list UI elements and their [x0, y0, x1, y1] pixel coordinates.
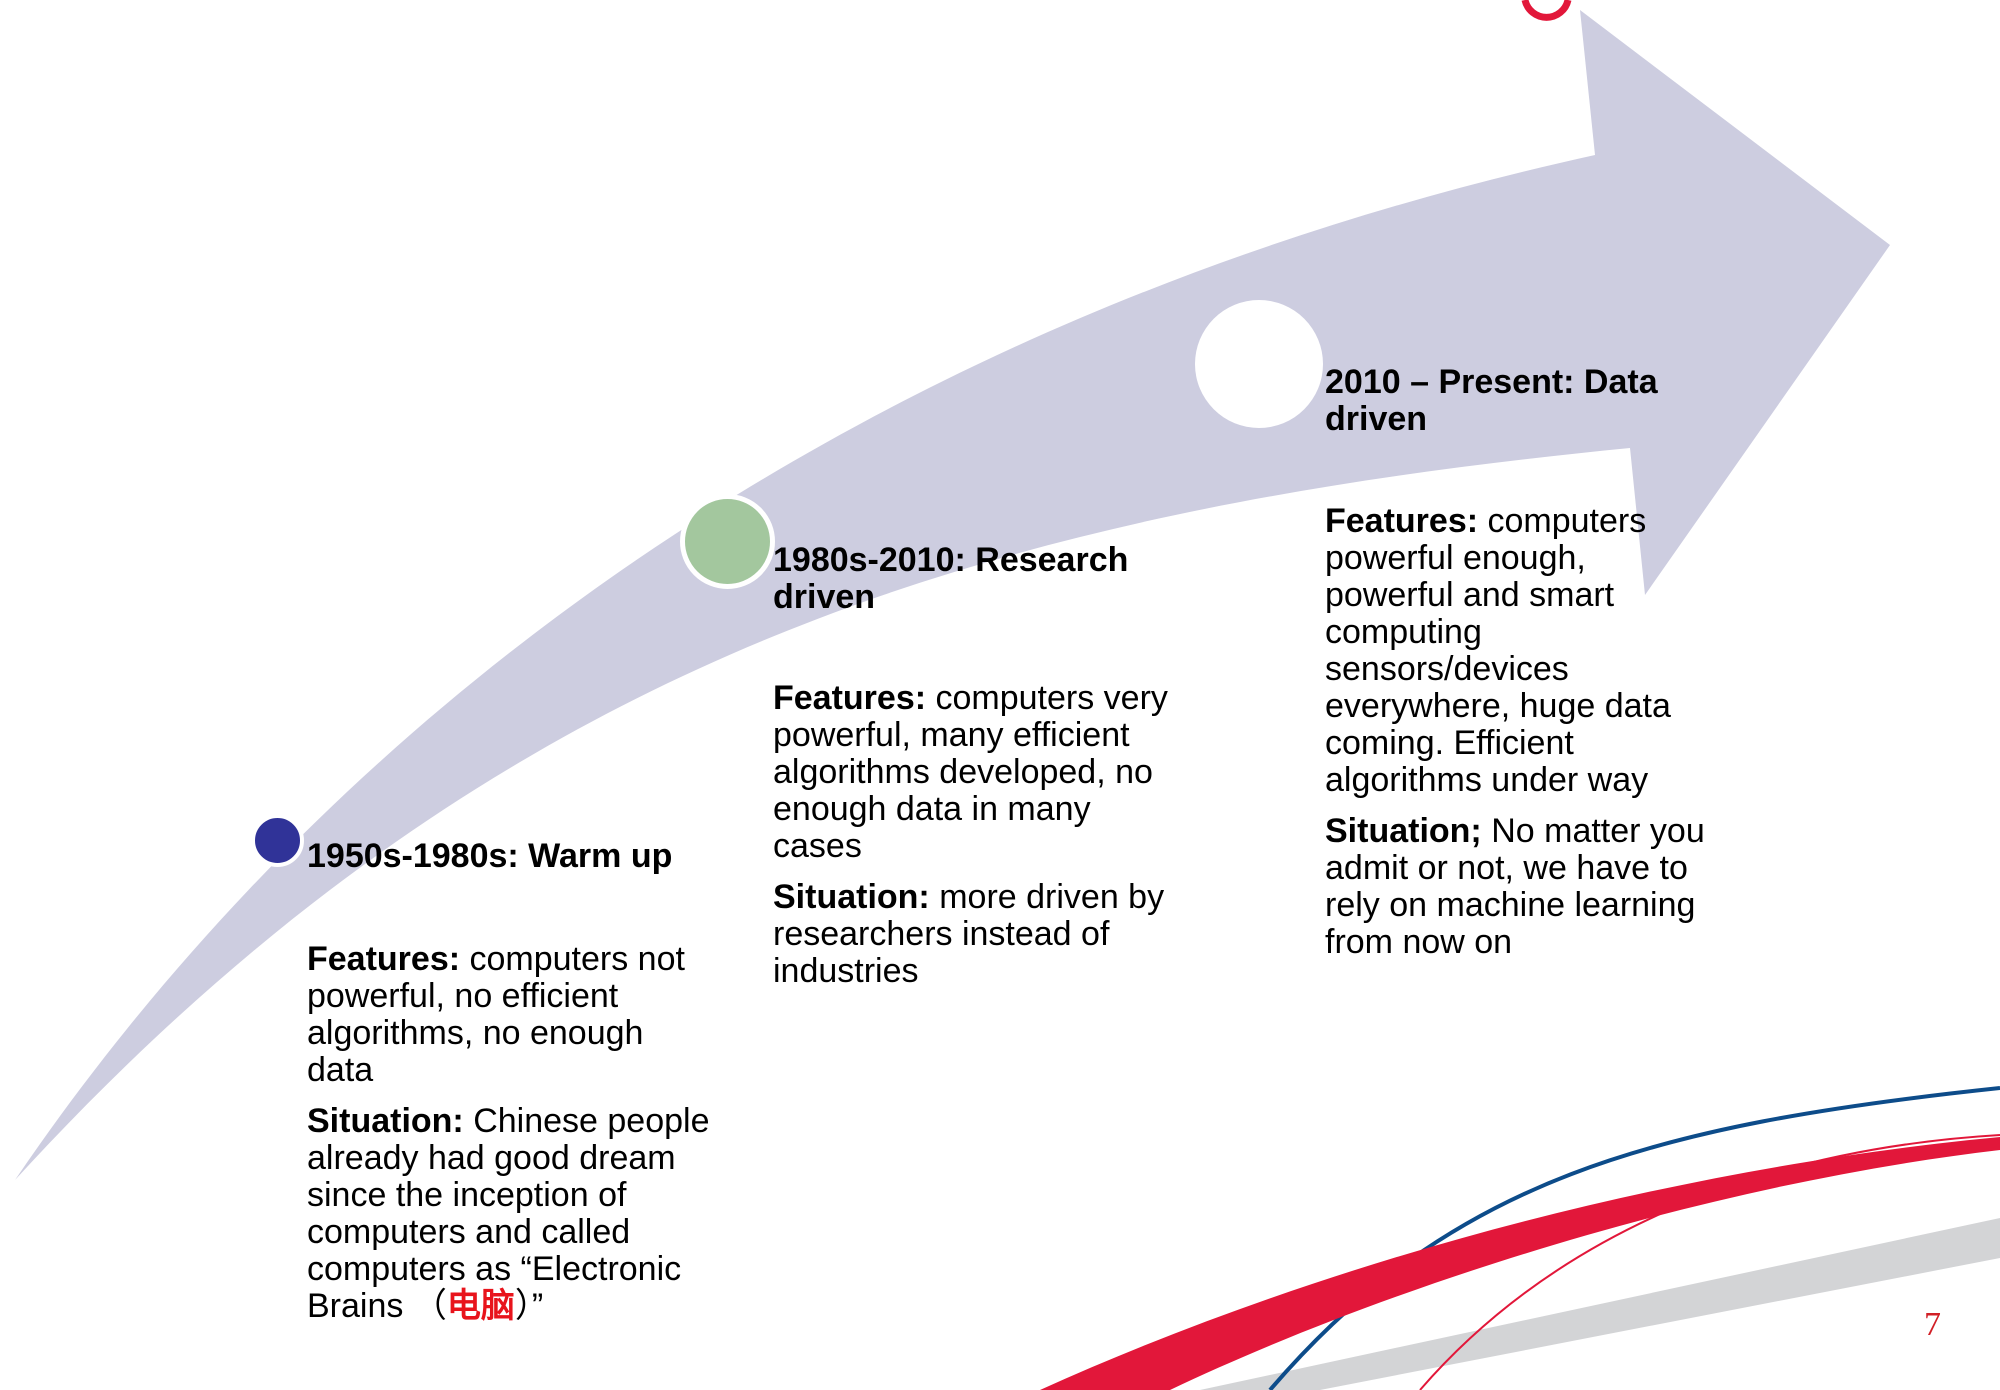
- situation-text: Chinese people already had good dream si…: [307, 1102, 710, 1325]
- era-1950s-title: 1950s-1980s: Warm up: [307, 837, 673, 875]
- situation-text: No matter you admit or not, we have to r…: [1325, 812, 1705, 961]
- era-1950s-dot: [251, 814, 304, 867]
- timeline-arrow: [15, 10, 1890, 1180]
- era-1980s-title: 1980s-2010: Research driven: [773, 541, 1129, 616]
- deco-blue-line: [1268, 1086, 2000, 1390]
- situation-text-end: ）”: [514, 1287, 544, 1325]
- era-1950s-situation: Situation: Chinese people already had go…: [307, 1103, 717, 1325]
- era-2010-title: 2010 – Present: Data driven: [1325, 363, 1658, 438]
- features-label: Features:: [1325, 502, 1479, 540]
- era-1950s-body: Features: computers not powerful, no eff…: [307, 941, 717, 1339]
- era-1980s-body: Features: computers very powerful, many …: [773, 680, 1183, 1004]
- features-text: computers very powerful, many efficient …: [773, 679, 1168, 865]
- era-1980s-situation: Situation: more driven by researchers in…: [773, 879, 1183, 990]
- era-1980s-dot: [680, 494, 775, 589]
- features-text: computers not powerful, no efficient alg…: [307, 940, 685, 1089]
- era-1980s-features: Features: computers very powerful, many …: [773, 680, 1183, 865]
- era-2010-features: Features: computers powerful enough, pow…: [1325, 503, 1720, 799]
- deco-red-band: [1040, 1137, 2000, 1390]
- era-2010-situation: Situation; No matter you admit or not, w…: [1325, 813, 1720, 961]
- features-label: Features:: [307, 940, 461, 978]
- situation-text: more driven by researchers instead of in…: [773, 878, 1165, 990]
- era-1950s-features: Features: computers not powerful, no eff…: [307, 941, 717, 1089]
- page-number: 7: [1924, 1306, 1941, 1343]
- situation-highlight-chinese: 电脑: [446, 1286, 515, 1326]
- situation-label: Situation;: [1325, 812, 1482, 850]
- situation-label: Situation:: [773, 878, 930, 916]
- deco-gray-band: [1200, 1218, 2000, 1390]
- era-2010-body: Features: computers powerful enough, pow…: [1325, 503, 1720, 975]
- situation-label: Situation:: [307, 1102, 464, 1140]
- top-red-arc: [1521, 0, 1572, 21]
- era-2010-dot: [1195, 300, 1323, 428]
- features-label: Features:: [773, 679, 927, 717]
- features-text: computers powerful enough, powerful and …: [1325, 502, 1671, 799]
